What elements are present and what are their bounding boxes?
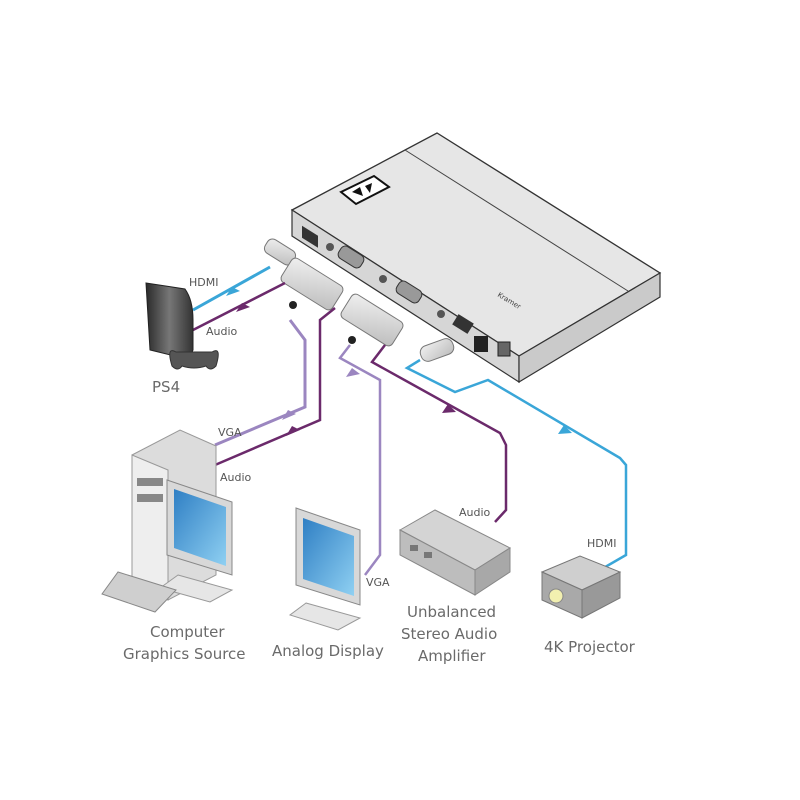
hdmi-in-port[interactable]	[302, 225, 318, 248]
amplifier-label-2: Stereo Audio	[401, 625, 497, 643]
cable-ps4-audio	[192, 281, 286, 332]
monitor	[158, 479, 234, 603]
proj-hdmi-label: HDMI	[587, 537, 616, 550]
vga-in-port[interactable]	[336, 244, 365, 270]
arrow-icon	[558, 425, 572, 434]
arrow-icon	[346, 368, 360, 377]
computer-icon	[101, 429, 234, 613]
audio-in-jack-1[interactable]	[326, 243, 334, 251]
computer-label-2: Graphics Source	[123, 645, 246, 663]
hdmi-out-port[interactable]	[452, 314, 474, 334]
switcher-device: Kramer	[290, 132, 662, 384]
cable-amp-audio	[370, 344, 508, 523]
hdmi-connector-out	[419, 338, 455, 362]
computer-label-1: Computer	[150, 623, 225, 641]
vga-out-port[interactable]	[394, 279, 423, 305]
amplifier-label-3: Amplifier	[418, 647, 486, 665]
amplifier-label-1: Unbalanced	[407, 603, 496, 621]
terminal-block[interactable]	[474, 336, 488, 352]
power-port[interactable]	[497, 341, 511, 357]
arrow-icon	[442, 404, 456, 413]
cable-display-vga	[338, 344, 382, 576]
arrow-icon	[226, 287, 240, 296]
cable-pc-audio	[214, 307, 336, 467]
keyboard-icon	[101, 571, 177, 613]
arrow-icon	[236, 303, 250, 312]
ps4-label: PS4	[152, 378, 180, 396]
pc-vga-label: VGA	[218, 426, 242, 439]
vga-connector-in	[280, 257, 344, 311]
projector-label: 4K Projector	[544, 638, 636, 656]
audio-out-jack[interactable]	[437, 310, 445, 318]
ps4-audio-label: Audio	[206, 325, 238, 338]
ps4-hdmi-label: HDMI	[189, 276, 218, 289]
amp-audio-label: Audio	[459, 506, 491, 519]
audio-in-jack-2[interactable]	[379, 275, 387, 283]
arrow-icon	[286, 426, 300, 436]
analog-display-icon	[288, 507, 362, 631]
cable-projector-hdmi	[404, 358, 628, 572]
cable-pc-vga	[214, 319, 307, 447]
vga-connector-out	[340, 293, 404, 347]
ps4-console-icon	[145, 282, 219, 370]
kramer-logo-icon	[339, 174, 391, 206]
analog-display-label: Analog Display	[272, 642, 384, 660]
arrow-icon	[282, 410, 296, 420]
amplifier-icon	[398, 509, 512, 596]
pc-audio-label: Audio	[220, 471, 252, 484]
projector-icon	[540, 555, 622, 619]
display-vga-label: VGA	[366, 576, 390, 589]
